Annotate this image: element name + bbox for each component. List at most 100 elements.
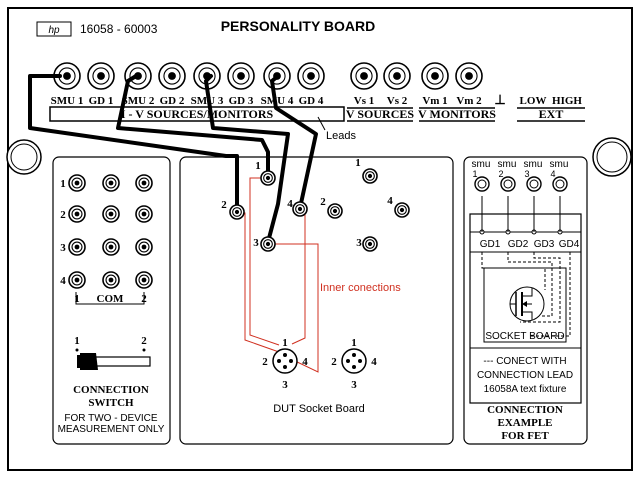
terminal-gd2[interactable] — [158, 62, 186, 90]
ext-group-bar: EXT — [517, 107, 585, 122]
dut-right-terminal-3[interactable] — [362, 236, 378, 252]
iv-group-label: I - V SOURCES/MONITORS — [121, 107, 274, 121]
switch-row-label-4: 4 — [60, 275, 66, 287]
connection-switch-panel — [52, 156, 171, 445]
dut-left-terminal-1[interactable] — [260, 170, 276, 186]
hp-logo-text: hp — [48, 25, 60, 36]
mounting-hole-right — [592, 137, 632, 177]
mounting-hole-left — [6, 139, 42, 175]
terminal-label-0: SMU 1 — [51, 95, 84, 107]
terminal-vm2[interactable] — [455, 62, 483, 90]
fet-gd-label-4: GD4 — [559, 239, 580, 250]
dut-left-label-2: 2 — [221, 199, 227, 211]
switch-note-line1: FOR TWO - DEVICE — [64, 413, 157, 424]
fet-smu-label-4: smu — [550, 159, 569, 170]
fet-note-line2: CONNECTION LEAD — [477, 370, 573, 381]
switch-title-line1: CONNECTION — [73, 384, 149, 396]
switch-terminal-r4c2[interactable] — [102, 271, 120, 289]
connection-switch-lever[interactable] — [77, 353, 151, 370]
com-bracket: 1 COM 2 — [74, 292, 147, 305]
switch-title-line2: SWITCH — [88, 397, 134, 409]
terminal-label-low: LOW — [520, 95, 547, 107]
fet-title-line2: EXAMPLE — [498, 417, 553, 429]
switch-terminal-r1c2[interactable] — [102, 174, 120, 192]
inner-connections-label: Inner conections — [320, 282, 401, 294]
dut-left-terminal-4[interactable] — [292, 201, 308, 217]
fet-smu-terminal-3[interactable] — [526, 176, 542, 192]
terminal-label-high: HIGH — [552, 95, 582, 107]
terminal-gd4[interactable] — [297, 62, 325, 90]
terminal-vm1[interactable] — [421, 62, 449, 90]
terminal-label-5: GD 3 — [229, 95, 254, 107]
fet-smu-terminal-1[interactable] — [474, 176, 490, 192]
terminal-gd1[interactable] — [87, 62, 115, 90]
switch-row-label-1: 1 — [60, 178, 66, 190]
switch-terminal-r3c1[interactable] — [68, 238, 86, 256]
dut-left-label-1: 1 — [255, 160, 261, 172]
dut-socket-right-pin-2: 2 — [331, 356, 337, 368]
fet-title-line3: FOR FET — [501, 430, 549, 442]
dut-right-terminal-4[interactable] — [394, 202, 410, 218]
fet-smu-terminal-2[interactable] — [500, 176, 516, 192]
dut-socket-left-pin-3: 3 — [282, 379, 288, 391]
terminal-smu1[interactable] — [53, 62, 81, 90]
switch-terminal-r3c3[interactable] — [135, 238, 153, 256]
switch-dot-1 — [75, 348, 79, 352]
switch-terminal-r2c1[interactable] — [68, 205, 86, 223]
dut-right-label-3: 3 — [356, 237, 362, 249]
fet-title-line1: CONNECTION — [487, 404, 563, 416]
iv-group-bar: I - V SOURCES/MONITORS — [49, 106, 345, 122]
vs-group-label: V SOURCES — [346, 107, 414, 121]
fet-smu-terminal-4[interactable] — [552, 176, 568, 192]
ext-group-label: EXT — [539, 107, 564, 121]
vm-group-label: V MONITORS — [418, 107, 496, 121]
terminal-label-3: GD 2 — [160, 95, 185, 107]
test-leads — [28, 74, 318, 244]
dut-left-terminal-2[interactable] — [229, 204, 245, 220]
dut-right-label-2: 2 — [320, 196, 326, 208]
fet-gd-label-2: GD2 — [508, 239, 529, 250]
fet-smu-label-3: smu — [524, 159, 543, 170]
terminal-gd3[interactable] — [227, 62, 255, 90]
switch-terminal-r1c1[interactable] — [68, 174, 86, 192]
switch-terminal-r2c3[interactable] — [135, 205, 153, 223]
board-title: PERSONALITY BOARD — [221, 18, 376, 34]
fet-smu-label-2: smu — [498, 159, 517, 170]
com-label: COM — [97, 293, 125, 305]
terminal-vs1[interactable] — [350, 62, 378, 90]
socket-board-inner: SOCKET BOARD — [483, 267, 567, 343]
fet-smu-number-2: 2 — [498, 169, 503, 179]
dut-right-label-1: 1 — [355, 157, 361, 169]
fet-smu-label-1: smu — [472, 159, 491, 170]
terminal-label-7: GD 4 — [299, 95, 324, 107]
hp-logo: hp — [36, 21, 72, 37]
fet-gd-label-3: GD3 — [534, 239, 555, 250]
terminal-vs2[interactable] — [383, 62, 411, 90]
switch-position-1: 1 — [74, 335, 80, 347]
switch-terminal-r4c3[interactable] — [135, 271, 153, 289]
terminal-label-1: GD 1 — [89, 95, 114, 107]
dut-socket-left-pin-1: 1 — [282, 337, 288, 349]
switch-terminal-r3c2[interactable] — [102, 238, 120, 256]
terminal-label-8: Vs 1 — [354, 95, 374, 107]
leads-pointer — [317, 116, 326, 131]
dut-right-terminal-2[interactable] — [327, 203, 343, 219]
terminal-smu3[interactable] — [193, 62, 221, 90]
dut-right-terminal-1[interactable] — [362, 168, 378, 184]
vm-group-bar: V MONITORS — [418, 107, 496, 122]
dut-left-terminal-3[interactable] — [260, 236, 276, 252]
terminal-label-11: Vm 2 — [456, 95, 482, 107]
switch-terminal-r1c3[interactable] — [135, 174, 153, 192]
switch-dot-2 — [142, 348, 146, 352]
switch-terminal-r2c2[interactable] — [102, 205, 120, 223]
switch-terminal-r4c1[interactable] — [68, 271, 86, 289]
fet-example-panel — [463, 156, 588, 445]
dut-socket-left-pin-2: 2 — [262, 356, 268, 368]
